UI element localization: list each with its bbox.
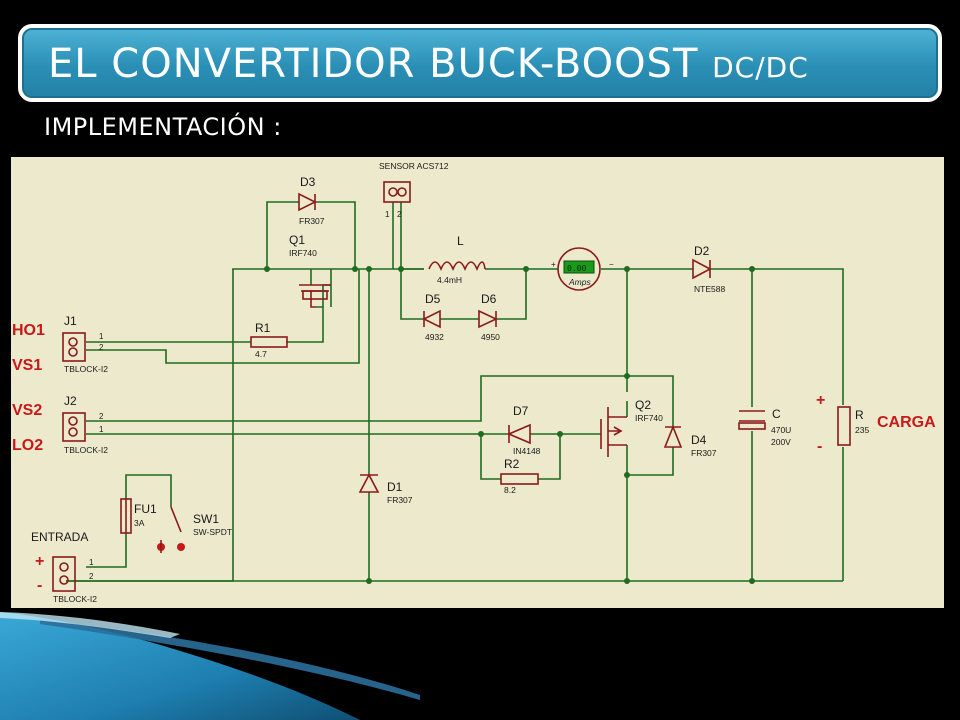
q2-value: IRF740 — [635, 413, 663, 423]
fu1-ref: FU1 — [134, 502, 157, 516]
d6-ref: D6 — [481, 292, 497, 306]
wires — [66, 201, 844, 582]
ammeter-reading: 0.00 — [567, 264, 586, 273]
sw1-value: SW-SPDT — [193, 527, 232, 537]
sensor-label: SENSOR ACS712 — [379, 161, 449, 171]
l-value: 4.4mH — [437, 275, 462, 285]
fu1-value: 3A — [134, 518, 145, 528]
label-output-plus: + — [816, 392, 825, 409]
label-output-minus: - — [817, 438, 822, 455]
slide-subtitle: IMPLEMENTACIÓN : — [44, 113, 282, 141]
r2-value: 8.2 — [504, 485, 516, 495]
label-lo2: LO2 — [12, 437, 43, 454]
ammeter-plus: + — [551, 260, 556, 269]
slide-title: EL CONVERTIDOR BUCK-BOOST DC/DC — [48, 40, 809, 92]
sensor-pin-1: 1 — [385, 210, 390, 219]
terminal-j2 — [62, 412, 86, 442]
d5-ref: D5 — [425, 292, 441, 306]
schematic-panel: SENSOR ACS712 1 2 D3 FR307 Q1 IRF740 L 4… — [11, 157, 944, 608]
d1-ref: D1 — [387, 480, 403, 494]
d7-ref: D7 — [513, 404, 529, 418]
diode-d2 — [692, 258, 712, 280]
sw1-ref: SW1 — [193, 512, 219, 526]
c-ref: C — [772, 407, 781, 421]
resistor-r2 — [500, 473, 539, 485]
j2-pin-1: 1 — [99, 425, 104, 434]
j2-pin-2: 2 — [99, 412, 104, 421]
terminal-j1 — [62, 332, 86, 362]
label-input-minus: - — [37, 577, 42, 594]
entrada-label: ENTRADA — [31, 530, 88, 544]
title-main: EL CONVERTIDOR BUCK-BOOST — [48, 41, 699, 87]
j3-pin-2: 2 — [89, 572, 94, 581]
d2-ref: D2 — [694, 244, 710, 258]
mosfet-q2 — [600, 407, 627, 457]
label-vs2: VS2 — [12, 402, 42, 419]
ammeter-minus: − — [609, 260, 614, 269]
schematic-svg: SENSOR ACS712 1 2 D3 FR307 Q1 IRF740 L 4… — [12, 161, 936, 604]
resistor-r1 — [250, 336, 288, 348]
j2-ref: J2 — [64, 394, 77, 408]
label-carga: CARGA — [877, 414, 936, 431]
r1-value: 4.7 — [255, 349, 267, 359]
mosfet-q1 — [299, 284, 331, 308]
terminal-entrada — [52, 556, 76, 592]
label-ho1: HO1 — [12, 322, 45, 339]
title-bar: EL CONVERTIDOR BUCK-BOOST DC/DC — [18, 24, 942, 102]
ammeter-unit: Amps — [568, 277, 591, 287]
switch-sw1 — [157, 506, 185, 553]
r2-ref: R2 — [504, 457, 520, 471]
d1-value: FR307 — [387, 495, 413, 505]
title-suffix: DC/DC — [712, 51, 809, 84]
resistor-load — [837, 406, 851, 446]
diode-d6 — [478, 309, 498, 329]
d5-value: 4932 — [425, 332, 444, 342]
decorative-swoosh — [0, 612, 420, 720]
d3-ref: D3 — [300, 175, 316, 189]
diode-d4 — [663, 424, 683, 448]
r-ref: R — [855, 408, 864, 422]
j2-value: TBLOCK-I2 — [64, 445, 108, 455]
r-value: 235 — [855, 425, 869, 435]
j1-ref: J1 — [64, 314, 77, 328]
l-ref: L — [457, 234, 464, 248]
q1-value: IRF740 — [289, 248, 317, 258]
j3-pin-1: 1 — [89, 558, 94, 567]
sensor-pin-2: 2 — [397, 210, 402, 219]
inductor-l — [428, 261, 486, 272]
ammeter — [557, 247, 601, 291]
r1-ref: R1 — [255, 321, 271, 335]
d3-value: FR307 — [299, 216, 325, 226]
diode-d1 — [358, 473, 380, 493]
d4-value: FR307 — [691, 448, 717, 458]
fuse-fu1 — [120, 498, 132, 534]
diode-d7 — [506, 423, 531, 445]
c-value-2: 200V — [771, 437, 791, 447]
label-vs1: VS1 — [12, 357, 42, 374]
diode-d3 — [298, 192, 317, 212]
label-input-plus: + — [35, 553, 44, 570]
d7-value: IN4148 — [513, 446, 541, 456]
sensor-acs712 — [383, 181, 411, 203]
d2-value: NTE588 — [694, 284, 725, 294]
d6-value: 4950 — [481, 332, 500, 342]
diode-d5 — [422, 309, 441, 329]
component-labels: SENSOR ACS712 1 2 D3 FR307 Q1 IRF740 L 4… — [31, 161, 869, 604]
q1-ref: Q1 — [289, 233, 305, 247]
q2-ref: Q2 — [635, 398, 651, 412]
j1-value: TBLOCK-I2 — [64, 364, 108, 374]
side-labels: HO1 VS1 VS2 LO2 CARGA + - + - — [12, 322, 936, 594]
junction-dots — [264, 266, 755, 584]
j3-value: TBLOCK-I2 — [53, 594, 97, 604]
d4-ref: D4 — [691, 433, 707, 447]
j1-pin-2: 2 — [99, 343, 104, 352]
j1-pin-1: 1 — [99, 332, 104, 341]
capacitor-c — [738, 410, 766, 430]
c-value-1: 470U — [771, 425, 791, 435]
